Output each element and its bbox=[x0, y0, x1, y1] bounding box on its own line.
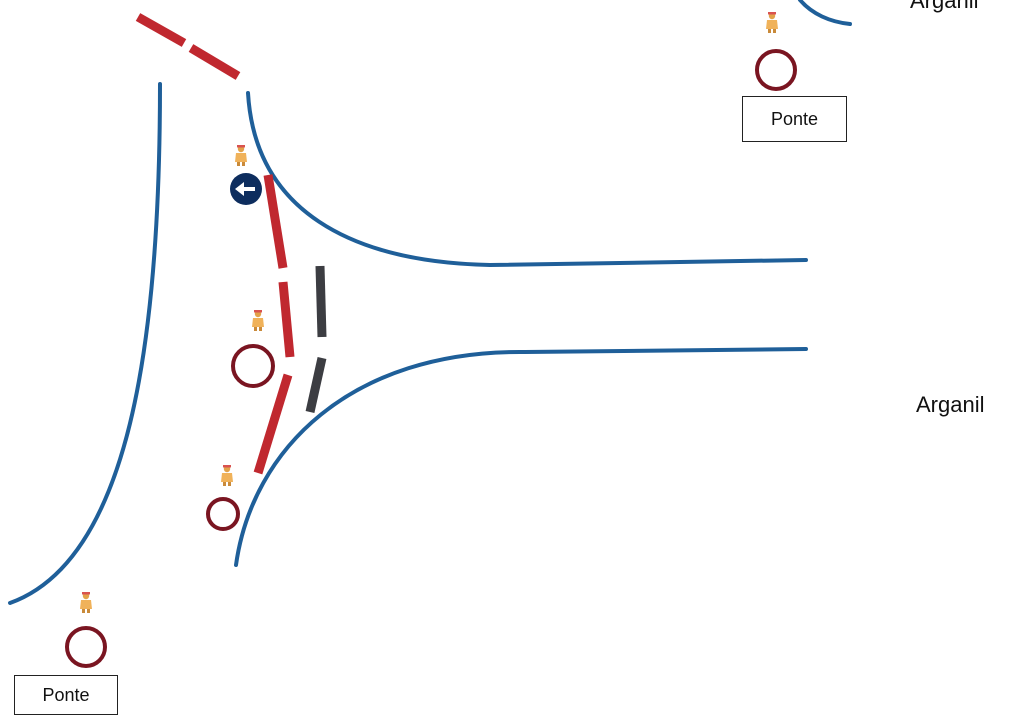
ponte-label-top-right: Ponte bbox=[742, 96, 847, 142]
barrier-dark-2 bbox=[305, 357, 327, 413]
destination-label-right: Arganil bbox=[916, 392, 985, 417]
barrier-red-junction-3 bbox=[253, 373, 293, 475]
road-edge-upper-branch bbox=[246, 91, 808, 268]
barrier-dark-1 bbox=[315, 265, 327, 338]
road-edge-top-right bbox=[798, 0, 852, 26]
construction-worker-icon bbox=[80, 592, 92, 613]
prohibition-sign-icon bbox=[231, 344, 275, 388]
construction-worker-icon bbox=[252, 310, 264, 331]
barrier-red-junction-1 bbox=[263, 174, 288, 269]
barrier-red-top-1 bbox=[135, 13, 187, 47]
construction-worker-icon bbox=[766, 12, 778, 33]
destination-label-top-right: Arganil bbox=[910, 0, 979, 13]
barrier-red-top-2 bbox=[188, 44, 241, 80]
turn-left-mandatory-sign-icon bbox=[230, 173, 262, 205]
construction-worker-icon bbox=[235, 145, 247, 166]
prohibition-sign-icon bbox=[65, 626, 107, 668]
construction-worker-icon bbox=[221, 465, 233, 486]
road-edge-lower-branch bbox=[234, 347, 808, 567]
prohibition-sign-icon bbox=[755, 49, 797, 91]
road-edge-left-main bbox=[8, 82, 162, 605]
prohibition-sign-icon bbox=[206, 497, 240, 531]
barrier-red-junction-2 bbox=[278, 281, 295, 358]
ponte-label-bottom-left: Ponte bbox=[14, 675, 118, 715]
